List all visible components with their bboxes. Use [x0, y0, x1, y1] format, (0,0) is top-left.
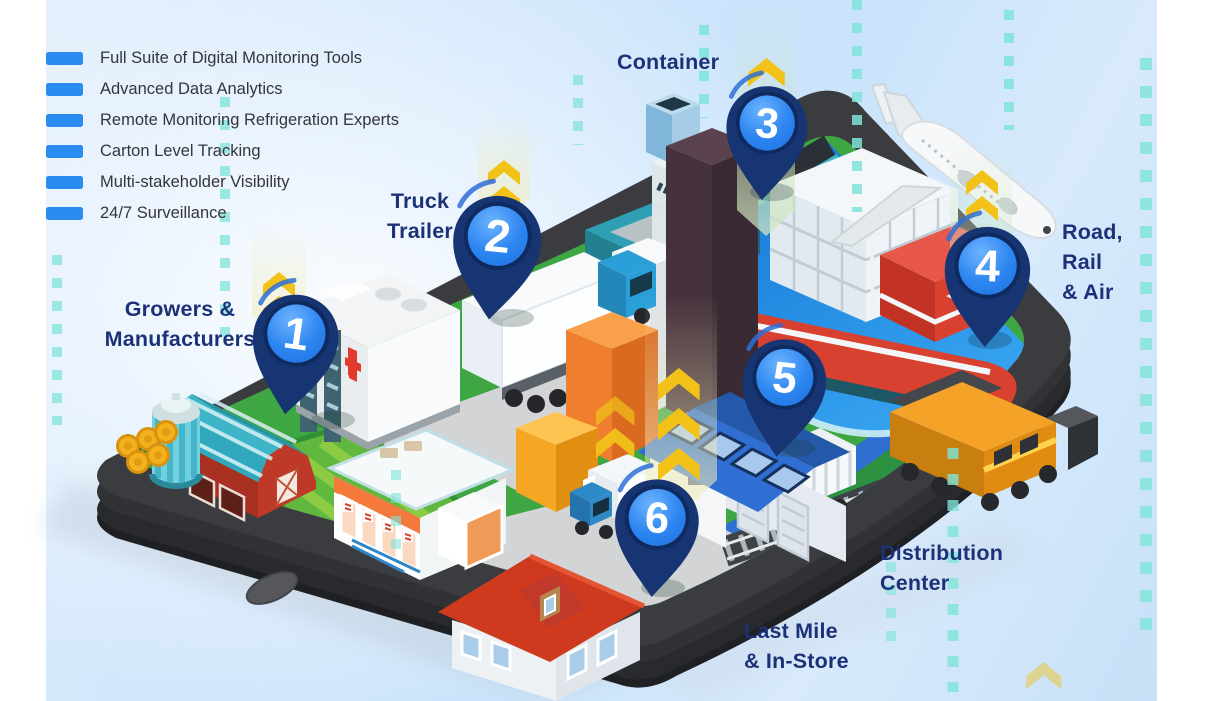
feature-label: Remote Monitoring Refrigeration Experts [100, 111, 399, 129]
label-line: & In-Store [744, 649, 849, 673]
dash-bullet-icon [46, 83, 83, 96]
label-line: Trailer [387, 219, 453, 243]
pin-3-number: 3 [754, 99, 781, 148]
pin-4-icon: 4 [942, 212, 1032, 349]
feature-label: Advanced Data Analytics [100, 80, 283, 98]
dash-bullet-icon [46, 145, 83, 158]
feature-item: Multi-stakeholder Visibility [46, 167, 399, 198]
label-line: & Air [1062, 280, 1114, 304]
pin-2-icon: 2 [445, 178, 547, 324]
hay-bales [116, 420, 178, 474]
label-line: Last Mile [744, 619, 838, 643]
label-line: Manufacturers [104, 327, 256, 351]
label-distribution-center: Distribution Center [880, 538, 1003, 598]
label-line: Road, [1062, 220, 1123, 244]
label-last-mile-in-store: Last Mile & In-Store [744, 616, 849, 676]
tablet [97, 90, 1071, 688]
feature-item: 24/7 Surveillance [46, 198, 399, 229]
label-line: Truck [390, 189, 450, 213]
label-container: Container [617, 47, 719, 77]
dash-bullet-icon [46, 176, 83, 189]
dash-bullet-icon [46, 52, 83, 65]
dash-bullet-icon [46, 114, 83, 127]
dash-bullet-icon [46, 207, 83, 220]
feature-label: Multi-stakeholder Visibility [100, 173, 290, 191]
pin-2-number: 2 [482, 209, 513, 263]
pin-6-number: 6 [643, 493, 671, 544]
location-pins: 1 2 3 4 5 6 [243, 71, 1032, 600]
feature-list: Full Suite of Digital Monitoring Tools A… [46, 43, 399, 229]
feature-item: Remote Monitoring Refrigeration Experts [46, 105, 399, 136]
label-road-rail-air: Road, Rail & Air [1062, 217, 1123, 307]
label-growers-manufacturers: Growers & Manufacturers [92, 294, 268, 354]
pin-5-icon: 5 [735, 322, 832, 461]
home-button-icon [245, 571, 299, 605]
pin-4-number: 4 [974, 242, 1001, 292]
feature-item: Carton Level Tracking [46, 136, 399, 167]
label-truck-trailer: Truck Trailer [350, 186, 490, 246]
feature-label: Full Suite of Digital Monitoring Tools [100, 49, 362, 67]
hospital-building [296, 274, 460, 450]
pin-6-icon: 6 [610, 463, 703, 600]
feature-item: Advanced Data Analytics [46, 74, 399, 105]
label-line: Container [617, 50, 720, 74]
pin-3-icon: 3 [721, 71, 811, 203]
label-line: Center [880, 571, 950, 595]
label-line: Distribution [880, 541, 1004, 565]
feature-label: Carton Level Tracking [100, 142, 261, 160]
feature-label: 24/7 Surveillance [100, 204, 227, 222]
pin-1-icon: 1 [243, 276, 346, 420]
dotted-lines [52, 0, 1152, 692]
pin-5-number: 5 [770, 352, 799, 403]
label-line: Rail [1062, 250, 1103, 274]
label-line: Growers & [124, 297, 236, 321]
locomotive [890, 370, 1098, 511]
house [438, 553, 646, 701]
red-cross-icon [345, 346, 361, 382]
feature-item: Full Suite of Digital Monitoring Tools [46, 43, 399, 74]
